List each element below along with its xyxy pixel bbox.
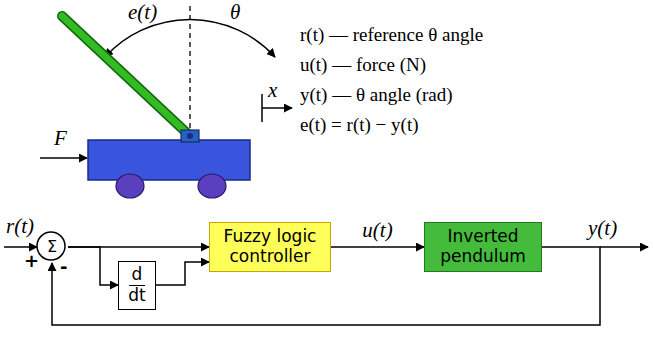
signal-line [331,246,424,248]
derivative-operator: d [129,265,146,286]
node-text: Σ [47,238,57,256]
signal-name: y(t) [588,216,617,241]
input-arrow [4,246,37,248]
pendulum-rod-outline [62,16,190,136]
signal-line [68,247,118,285]
pendulum-rod [62,16,190,136]
derivative-operator: dt [125,286,148,306]
wheel [198,174,226,198]
cart-body [88,140,250,180]
force-label: F [54,126,67,151]
plant-box: Inverted pendulum [424,222,542,272]
force-arrow [40,157,87,159]
signal-name: r(t) [6,214,34,239]
angle-error-label: e(t) [128,0,157,25]
angle-arc [105,19,275,57]
vertical-reference [189,6,190,130]
node-text: Fuzzy logic controller [216,227,324,266]
pivot [187,133,193,139]
sign-label: + [24,250,39,271]
definition-text: e(t) = r(t) − y(t) [300,114,419,136]
sign-label: - [60,256,67,277]
wheel [116,174,144,198]
angle-label: θ [230,0,240,25]
node-text: Inverted pendulum [431,227,535,266]
output-arrow [600,246,648,248]
definition-text: u(t) — force (N) [300,54,426,76]
x-arrow [262,107,292,109]
definition-text: y(t) — θ angle (rad) [300,84,453,106]
controller-box: Fuzzy logic controller [209,222,331,272]
signal-line [156,262,209,285]
pivot-block [181,130,199,142]
derivative-box: ddt [118,261,156,310]
definition-text: r(t) — reference θ angle [300,24,483,46]
position-label: x [268,78,277,103]
signal-name: u(t) [360,218,394,243]
junction-circle [37,232,65,260]
